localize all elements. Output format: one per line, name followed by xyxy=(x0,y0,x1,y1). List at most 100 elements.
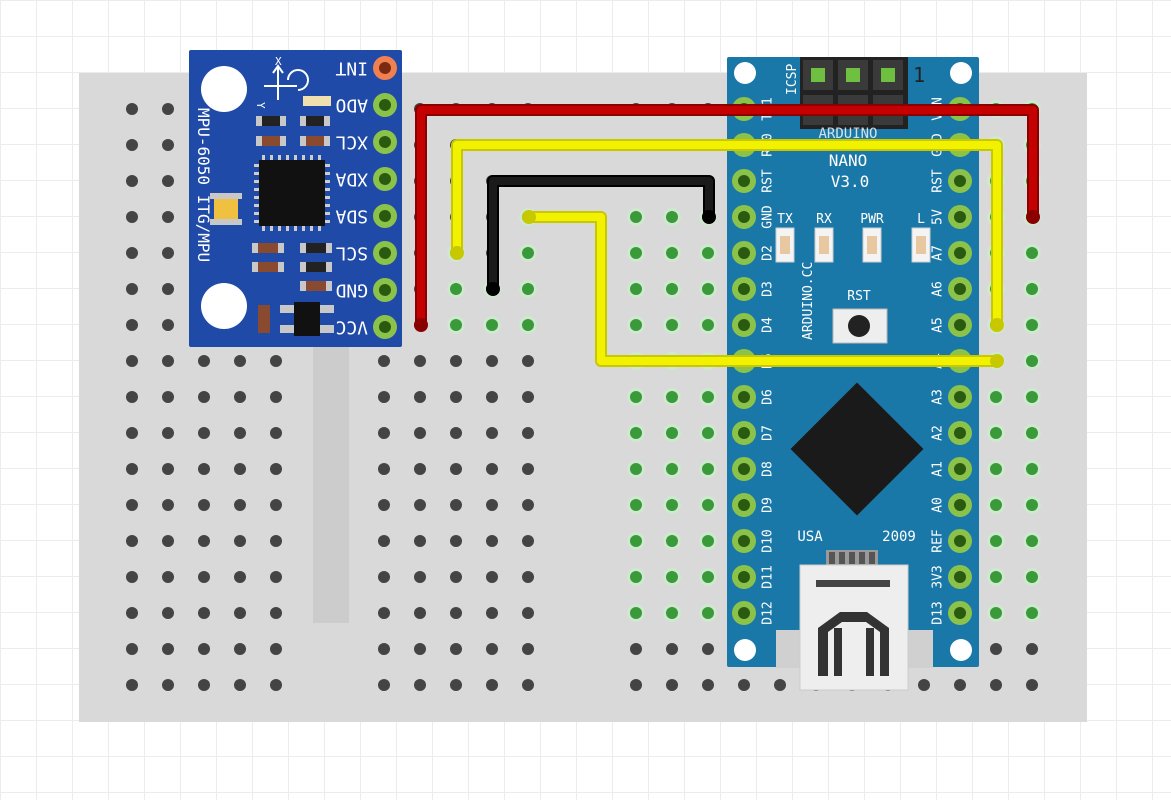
breadboard-hole[interactable] xyxy=(1026,535,1038,547)
breadboard-hole[interactable] xyxy=(702,391,714,403)
breadboard-hole[interactable] xyxy=(630,499,642,511)
breadboard-hole[interactable] xyxy=(162,283,174,295)
breadboard-hole[interactable] xyxy=(414,463,426,475)
breadboard-hole[interactable] xyxy=(198,355,210,367)
breadboard-hole[interactable] xyxy=(198,535,210,547)
breadboard-hole[interactable] xyxy=(522,355,534,367)
breadboard-hole[interactable] xyxy=(198,607,210,619)
breadboard-hole[interactable] xyxy=(198,427,210,439)
breadboard-hole[interactable] xyxy=(630,211,642,223)
breadboard-hole[interactable] xyxy=(630,283,642,295)
breadboard-hole[interactable] xyxy=(450,499,462,511)
breadboard-hole[interactable] xyxy=(126,391,138,403)
breadboard-hole[interactable] xyxy=(162,247,174,259)
breadboard-hole[interactable] xyxy=(522,247,534,259)
rst-button-cap[interactable] xyxy=(848,315,870,337)
breadboard-hole[interactable] xyxy=(666,211,678,223)
breadboard-hole[interactable] xyxy=(414,571,426,583)
breadboard-hole[interactable] xyxy=(126,247,138,259)
breadboard-hole[interactable] xyxy=(126,607,138,619)
breadboard-hole[interactable] xyxy=(990,427,1002,439)
breadboard-hole[interactable] xyxy=(234,571,246,583)
breadboard-hole[interactable] xyxy=(126,499,138,511)
breadboard-hole[interactable] xyxy=(954,679,966,691)
yellow-wire-scl-a5[interactable] xyxy=(453,141,1001,329)
breadboard-hole[interactable] xyxy=(990,571,1002,583)
breadboard-hole[interactable] xyxy=(198,391,210,403)
breadboard-hole[interactable] xyxy=(198,571,210,583)
breadboard-hole[interactable] xyxy=(450,463,462,475)
breadboard-hole[interactable] xyxy=(450,283,462,295)
breadboard-hole[interactable] xyxy=(630,679,642,691)
breadboard-hole[interactable] xyxy=(450,535,462,547)
breadboard-hole[interactable] xyxy=(198,463,210,475)
breadboard-hole[interactable] xyxy=(378,355,390,367)
breadboard-hole[interactable] xyxy=(270,643,282,655)
breadboard-hole[interactable] xyxy=(522,391,534,403)
breadboard-hole[interactable] xyxy=(990,499,1002,511)
breadboard-hole[interactable] xyxy=(486,355,498,367)
breadboard-hole[interactable] xyxy=(198,643,210,655)
breadboard-hole[interactable] xyxy=(522,571,534,583)
breadboard-hole[interactable] xyxy=(162,427,174,439)
breadboard-hole[interactable] xyxy=(666,319,678,331)
breadboard-hole[interactable] xyxy=(630,607,642,619)
breadboard-hole[interactable] xyxy=(630,319,642,331)
breadboard-hole[interactable] xyxy=(234,679,246,691)
breadboard-hole[interactable] xyxy=(990,463,1002,475)
breadboard-hole[interactable] xyxy=(486,571,498,583)
breadboard-hole[interactable] xyxy=(378,643,390,655)
breadboard-hole[interactable] xyxy=(990,679,1002,691)
breadboard-hole[interactable] xyxy=(414,427,426,439)
breadboard-hole[interactable] xyxy=(234,607,246,619)
breadboard-hole[interactable] xyxy=(486,499,498,511)
breadboard-hole[interactable] xyxy=(630,535,642,547)
breadboard-hole[interactable] xyxy=(126,679,138,691)
breadboard-hole[interactable] xyxy=(270,499,282,511)
breadboard-hole[interactable] xyxy=(702,427,714,439)
breadboard-hole[interactable] xyxy=(522,499,534,511)
breadboard-hole[interactable] xyxy=(126,175,138,187)
red-wire-vcc-vin-start[interactable] xyxy=(414,318,428,332)
breadboard-hole[interactable] xyxy=(666,607,678,619)
breadboard-hole[interactable] xyxy=(450,679,462,691)
breadboard-hole[interactable] xyxy=(126,211,138,223)
breadboard-hole[interactable] xyxy=(162,103,174,115)
breadboard-hole[interactable] xyxy=(1026,391,1038,403)
breadboard-hole[interactable] xyxy=(270,463,282,475)
breadboard-hole[interactable] xyxy=(162,391,174,403)
breadboard-hole[interactable] xyxy=(486,643,498,655)
breadboard-hole[interactable] xyxy=(378,607,390,619)
breadboard-hole[interactable] xyxy=(1026,355,1038,367)
breadboard-hole[interactable] xyxy=(486,427,498,439)
yellow-wire-scl-a5-start[interactable] xyxy=(450,246,464,260)
breadboard-hole[interactable] xyxy=(666,535,678,547)
breadboard-hole[interactable] xyxy=(126,643,138,655)
breadboard-hole[interactable] xyxy=(486,319,498,331)
breadboard-hole[interactable] xyxy=(918,679,930,691)
breadboard-hole[interactable] xyxy=(270,607,282,619)
breadboard-hole[interactable] xyxy=(450,607,462,619)
breadboard-hole[interactable] xyxy=(270,391,282,403)
breadboard-hole[interactable] xyxy=(630,571,642,583)
breadboard-hole[interactable] xyxy=(234,499,246,511)
breadboard-hole[interactable] xyxy=(414,607,426,619)
breadboard-hole[interactable] xyxy=(522,319,534,331)
breadboard-hole[interactable] xyxy=(162,319,174,331)
breadboard-hole[interactable] xyxy=(126,535,138,547)
breadboard-hole[interactable] xyxy=(450,427,462,439)
breadboard-hole[interactable] xyxy=(1026,247,1038,259)
breadboard-hole[interactable] xyxy=(270,355,282,367)
breadboard-hole[interactable] xyxy=(126,139,138,151)
usb-mini-connector[interactable] xyxy=(776,550,933,691)
breadboard-hole[interactable] xyxy=(414,499,426,511)
black-wire-gnd-start[interactable] xyxy=(486,282,500,296)
breadboard-hole[interactable] xyxy=(702,535,714,547)
breadboard-hole[interactable] xyxy=(666,247,678,259)
breadboard-hole[interactable] xyxy=(414,391,426,403)
breadboard-hole[interactable] xyxy=(774,679,786,691)
breadboard-hole[interactable] xyxy=(702,679,714,691)
breadboard-hole[interactable] xyxy=(630,643,642,655)
breadboard-hole[interactable] xyxy=(522,679,534,691)
breadboard-hole[interactable] xyxy=(234,355,246,367)
